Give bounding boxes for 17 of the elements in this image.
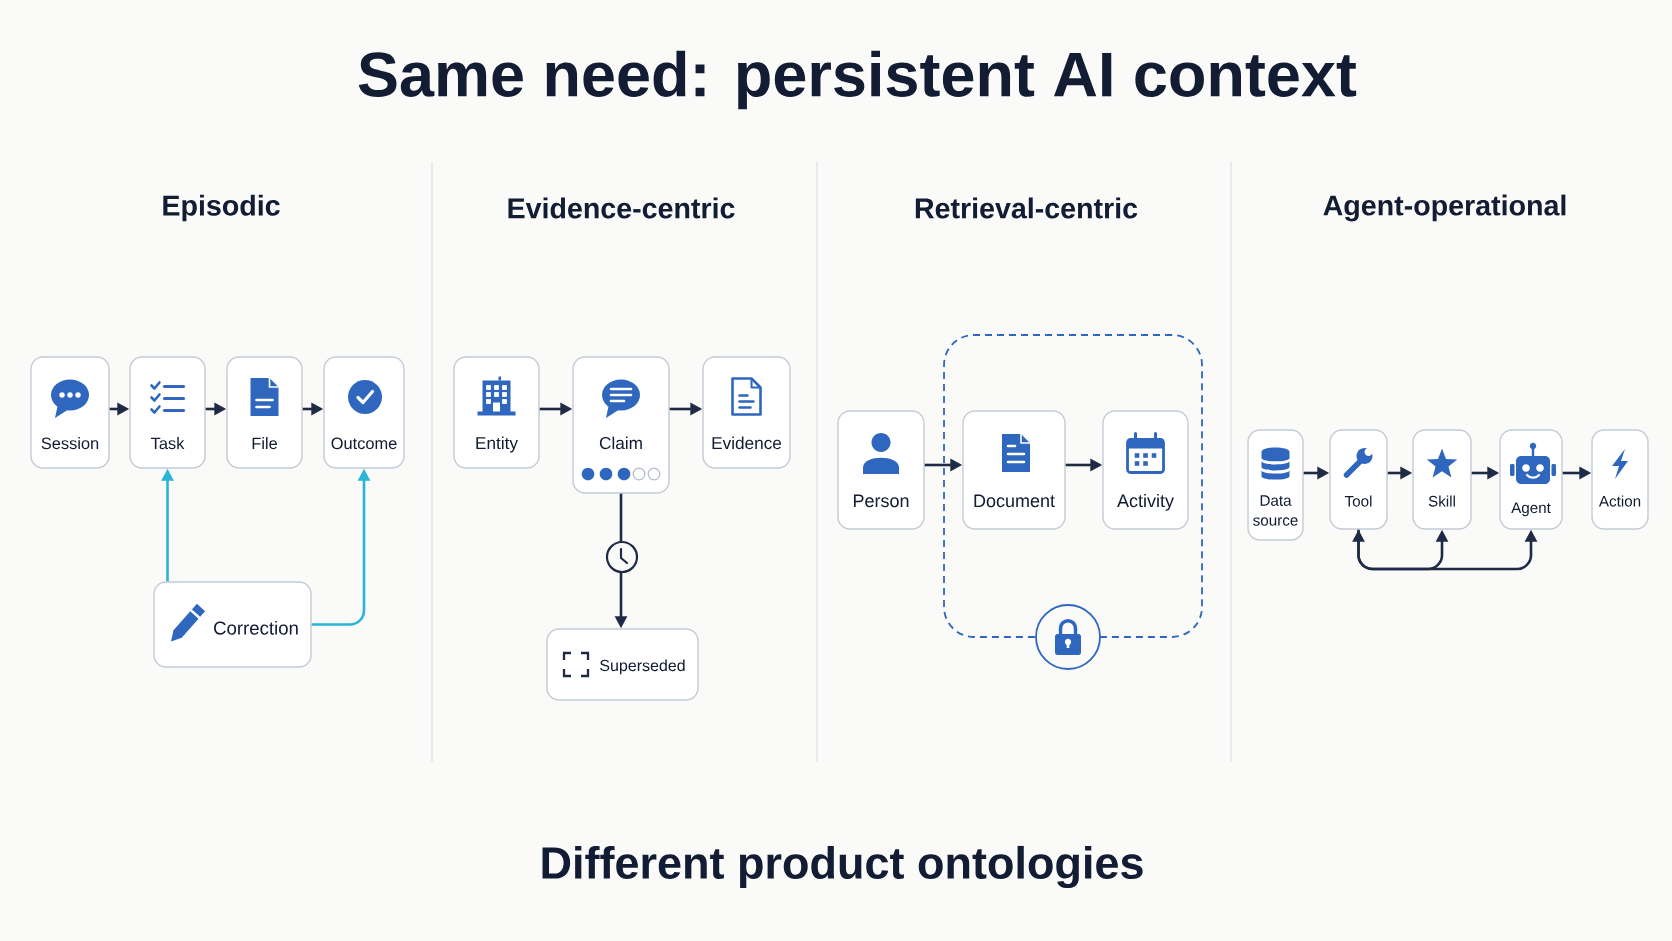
node-card: Skill (1412, 429, 1472, 530)
panel-heading: Agent-operational (1323, 194, 1566, 222)
title: Same need: persistent AI context (358, 50, 1357, 110)
caption: Different product ontologies (542, 845, 1143, 889)
panel-heading: Evidence-centric (508, 197, 735, 219)
panel-heading: Episodic (163, 194, 280, 222)
node-card: Document (962, 410, 1066, 530)
node-card: Correction (153, 581, 312, 668)
node-card: Action (1591, 429, 1649, 530)
node-card: Superseded (546, 628, 699, 701)
node-card: Person (837, 410, 925, 530)
panel-heading: Retrieval-centric (915, 197, 1138, 219)
group-boundary (943, 334, 1203, 638)
node-card: Evidence (702, 356, 791, 469)
node-card: Activity (1102, 410, 1189, 530)
node-card: Tool (1329, 429, 1388, 530)
node-card: Task (129, 356, 206, 469)
